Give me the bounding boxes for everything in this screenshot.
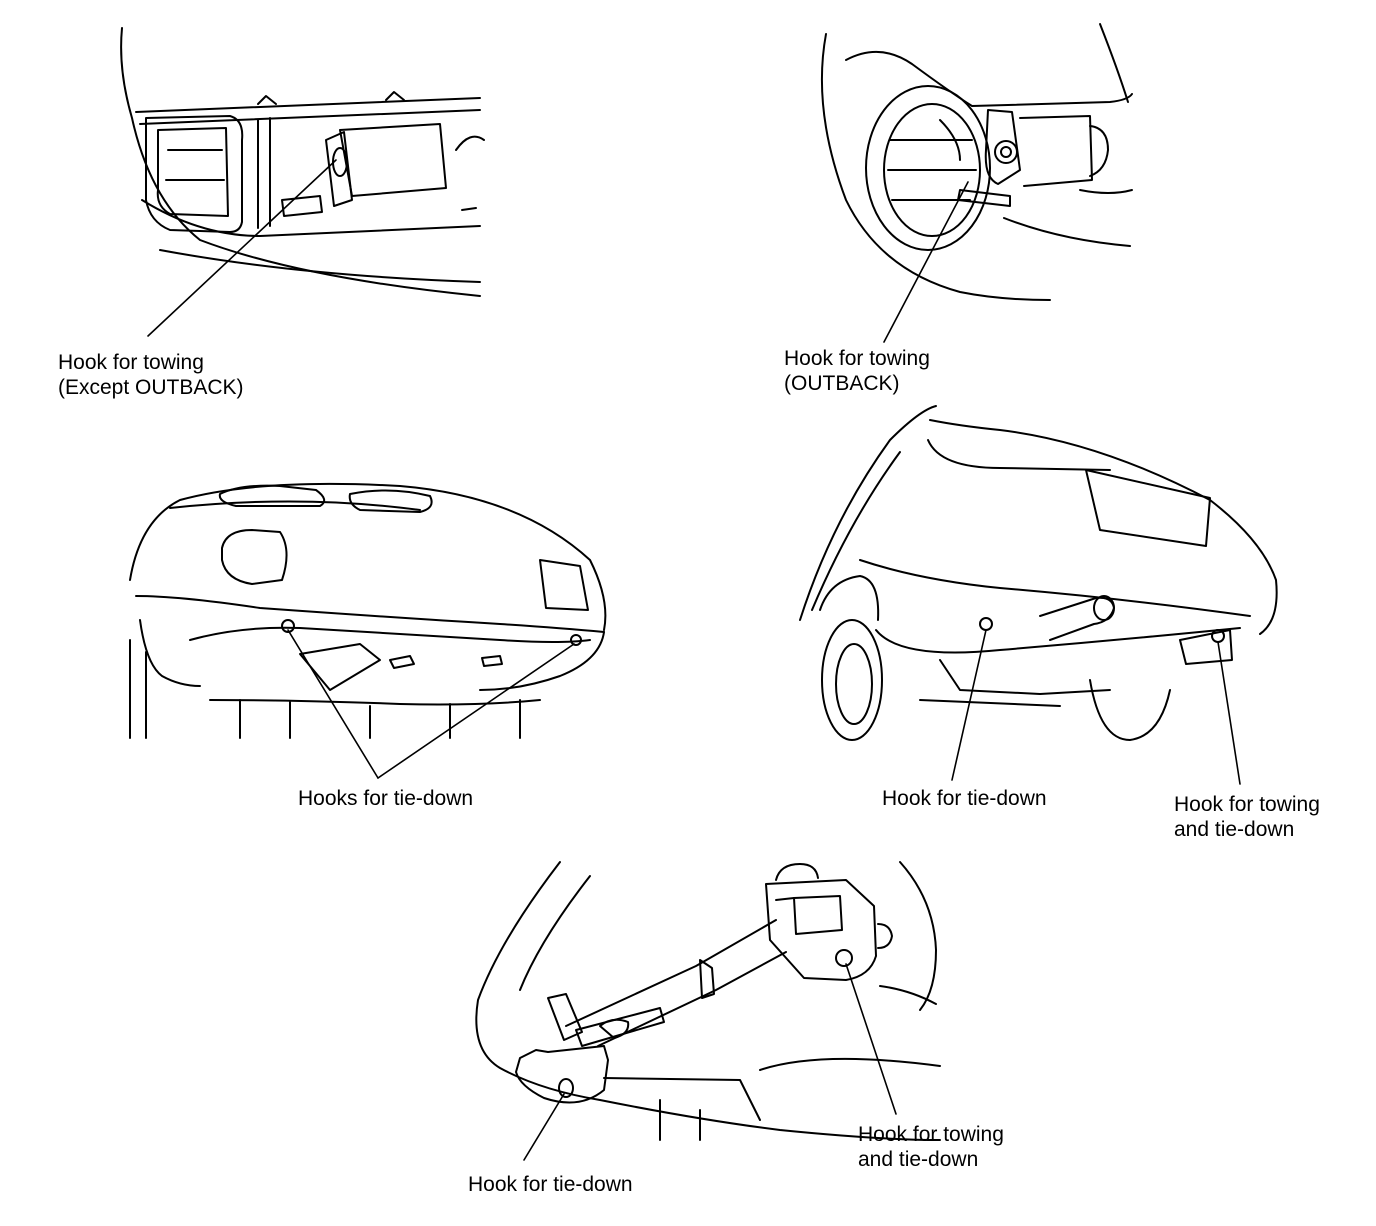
callout-line-1: Hook for tie-down bbox=[468, 1173, 633, 1196]
callout-line-2: and tie-down bbox=[858, 1148, 979, 1171]
callout-line-2: (Except OUTBACK) bbox=[58, 376, 244, 399]
callout-front-tie-down-hooks: Hooks for tie-down bbox=[298, 786, 473, 811]
callout-line-1: Hook for tie-down bbox=[882, 787, 1047, 810]
callout-towing-hook-except-outback: Hook for towing (Except OUTBACK) bbox=[58, 350, 244, 400]
callout-line-2: (OUTBACK) bbox=[784, 372, 900, 395]
callout-line-1: Hook for towing bbox=[58, 351, 204, 374]
callout-rear-tie-down-hook: Hook for tie-down bbox=[882, 786, 1047, 811]
callout-line-1: Hook for towing bbox=[1174, 793, 1320, 816]
callout-bracket-towing-tie-down-hook: Hook for towing and tie-down bbox=[858, 1122, 1004, 1172]
callout-line-1: Hook for towing bbox=[858, 1123, 1004, 1146]
callout-line-2: and tie-down bbox=[1174, 818, 1295, 841]
callout-line-1: Hooks for tie-down bbox=[298, 787, 474, 810]
callout-rear-towing-tie-down-hook: Hook for towing and tie-down bbox=[1174, 792, 1320, 842]
front-bumper-except-outback-illustration bbox=[120, 27, 485, 337]
callout-line-1: Hook for towing bbox=[784, 347, 930, 370]
front-underside-illustration bbox=[129, 482, 607, 779]
callout-bracket-tie-down-hook: Hook for tie-down bbox=[468, 1172, 633, 1197]
rear-bracket-illustration bbox=[475, 861, 941, 1161]
rear-underside-illustration bbox=[799, 405, 1278, 785]
callout-towing-hook-outback: Hook for towing (OUTBACK) bbox=[784, 346, 930, 396]
front-bumper-outback-illustration bbox=[820, 23, 1133, 343]
